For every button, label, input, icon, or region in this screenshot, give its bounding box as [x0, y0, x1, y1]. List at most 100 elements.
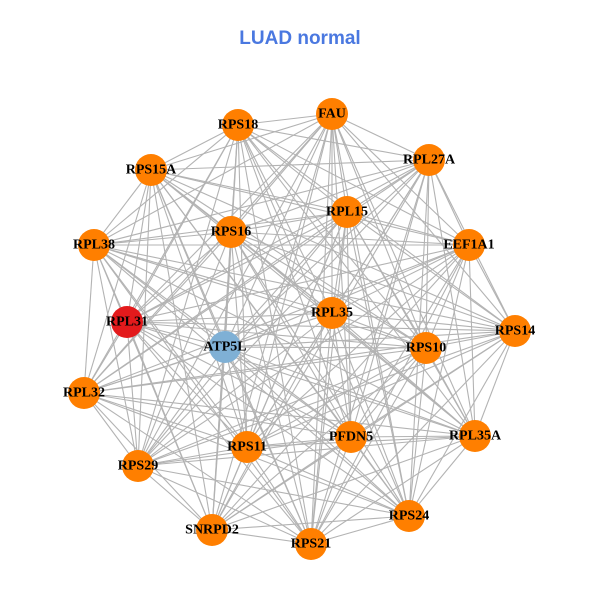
node-label: RPL15: [326, 205, 368, 220]
edge-FAU-RPS14: [331, 113, 516, 332]
node-circle[interactable]: [122, 450, 154, 482]
node-circle[interactable]: [222, 109, 254, 141]
node-circle[interactable]: [111, 306, 143, 338]
edge-RPS18-RPS29: [137, 124, 239, 467]
edge-RPL38-RPL35: [93, 244, 333, 314]
edge-RPS14-RPS24: [408, 330, 516, 517]
node-circle[interactable]: [331, 196, 363, 228]
edge-RPL31-RPS14: [126, 321, 516, 332]
node-circle[interactable]: [410, 332, 442, 364]
edge-RPS18-RPS14: [237, 124, 516, 332]
edge-RPL35A-RPS24: [408, 435, 476, 517]
edge-RPS24-SNRPD2: [211, 515, 410, 531]
node-ATP5L[interactable]: ATP5L: [203, 331, 247, 363]
node-circle[interactable]: [215, 216, 247, 248]
node-RPS16[interactable]: RPS16: [211, 216, 251, 248]
edge-RPS18-RPS10: [237, 124, 427, 349]
edge-RPS15A-EEF1A1: [150, 169, 470, 246]
node-RPS29[interactable]: RPS29: [118, 450, 158, 482]
edge-RPL31-RPS29: [126, 321, 139, 467]
node-RPS10[interactable]: RPS10: [406, 332, 446, 364]
edge-RPS10-PFDN5: [350, 347, 427, 438]
node-circle[interactable]: [499, 315, 531, 347]
node-circle[interactable]: [68, 377, 100, 409]
edge-EEF1A1-RPS14: [468, 244, 516, 332]
edge-RPL15-EEF1A1: [346, 211, 470, 246]
node-RPL15[interactable]: RPL15: [326, 196, 368, 228]
node-FAU[interactable]: FAU: [316, 98, 348, 130]
edge-RPS18-RPS15A: [150, 124, 239, 171]
edge-RPL35-RPS29: [137, 312, 333, 467]
edge-RPL15-RPS16: [230, 211, 348, 233]
node-circle[interactable]: [316, 297, 348, 329]
edge-RPL38-RPS24: [93, 244, 410, 517]
node-circle[interactable]: [295, 528, 327, 560]
node-RPS21[interactable]: RPS21: [291, 528, 331, 560]
edge-FAU-RPS10: [331, 113, 427, 349]
node-circle[interactable]: [413, 144, 445, 176]
node-circle[interactable]: [78, 229, 110, 261]
node-label: RPS16: [211, 225, 251, 240]
node-EEF1A1[interactable]: EEF1A1: [443, 229, 495, 261]
node-label: RPS11: [227, 440, 267, 455]
edge-FAU-PFDN5: [331, 113, 352, 438]
node-RPL32[interactable]: RPL32: [63, 377, 105, 409]
edge-RPS15A-RPS11: [150, 169, 248, 448]
node-circle[interactable]: [135, 154, 167, 186]
edge-RPL32-PFDN5: [83, 392, 352, 438]
edge-RPS18-EEF1A1: [237, 124, 470, 246]
node-RPS11[interactable]: RPS11: [227, 431, 267, 463]
edge-RPL31-RPS10: [126, 321, 427, 349]
edge-RPS14-RPL35A: [474, 330, 516, 437]
node-RPL35A[interactable]: RPL35A: [449, 420, 502, 452]
node-SNRPD2[interactable]: SNRPD2: [185, 514, 239, 546]
edge-RPS29-SNRPD2: [137, 465, 213, 531]
edge-RPS11-RPS29: [137, 446, 248, 467]
node-RPL35[interactable]: RPL35: [311, 297, 353, 329]
edge-RPL27A-RPS15A: [150, 159, 430, 171]
edge-RPL32-RPS11: [83, 392, 248, 448]
edge-ATP5L-SNRPD2: [211, 346, 226, 531]
edge-RPL15-RPS14: [346, 211, 516, 332]
edge-RPS14-RPS29: [137, 330, 516, 467]
node-RPS18[interactable]: RPS18: [218, 109, 258, 141]
node-RPS15A[interactable]: RPS15A: [126, 154, 177, 186]
node-PFDN5[interactable]: PFDN5: [329, 421, 373, 453]
node-label: FAU: [318, 107, 346, 122]
node-circle[interactable]: [335, 421, 367, 453]
edge-RPL38-RPS11: [93, 244, 248, 448]
edge-RPS24-RPS21: [310, 515, 410, 545]
node-circle[interactable]: [459, 420, 491, 452]
node-RPL27A[interactable]: RPL27A: [403, 144, 456, 176]
edge-RPL27A-RPS29: [137, 159, 430, 467]
node-RPL38[interactable]: RPL38: [73, 229, 115, 261]
edge-RPS16-PFDN5: [230, 231, 352, 438]
edge-RPS29-RPS21: [137, 465, 312, 545]
node-circle[interactable]: [209, 331, 241, 363]
edge-RPL35-RPS10: [331, 312, 427, 349]
edge-RPL35-RPS11: [246, 312, 333, 448]
edge-EEF1A1-ATP5L: [224, 244, 470, 348]
edge-RPS11-RPS24: [246, 446, 410, 517]
edge-RPL35-RPS21: [310, 312, 333, 545]
edge-RPS16-EEF1A1: [230, 231, 470, 246]
edge-RPL35A-SNRPD2: [211, 435, 476, 531]
edge-EEF1A1-RPL35: [331, 244, 470, 314]
node-circle[interactable]: [196, 514, 228, 546]
node-circle[interactable]: [231, 431, 263, 463]
node-label: SNRPD2: [185, 523, 239, 538]
edge-RPL31-RPS11: [126, 321, 248, 448]
edge-RPS15A-RPS14: [150, 169, 516, 332]
node-RPS14[interactable]: RPS14: [495, 315, 535, 347]
node-RPS24[interactable]: RPS24: [389, 500, 429, 532]
node-RPL31[interactable]: RPL31: [106, 306, 148, 338]
node-circle[interactable]: [393, 500, 425, 532]
node-circle[interactable]: [316, 98, 348, 130]
edge-RPL32-RPS21: [83, 392, 312, 545]
node-circle[interactable]: [453, 229, 485, 261]
node-label: RPL38: [73, 238, 115, 253]
node-label: RPL35A: [449, 429, 502, 444]
edge-RPL38-RPL35A: [93, 244, 476, 437]
edge-RPL32-RPL35A: [83, 392, 476, 437]
edge-layer: [83, 113, 516, 545]
